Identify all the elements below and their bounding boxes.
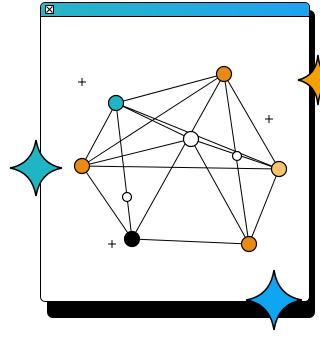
edge — [131, 238, 250, 245]
teal-node — [107, 94, 125, 112]
blue-sparkle-icon — [245, 269, 303, 331]
edge — [81, 165, 280, 170]
center-white-node — [182, 130, 200, 148]
bottom-black-node — [123, 230, 141, 248]
close-box-icon[interactable] — [45, 5, 54, 14]
edge — [81, 165, 133, 240]
amber-sparkle-icon — [297, 54, 320, 106]
edge — [190, 138, 250, 245]
teal-sparkle-icon — [9, 139, 63, 197]
app-window — [40, 2, 310, 302]
edge — [223, 73, 280, 170]
edge — [81, 73, 225, 167]
edge — [81, 138, 192, 167]
edge — [81, 102, 117, 167]
plus-icon — [265, 115, 273, 123]
plus-markers — [78, 78, 273, 248]
plus-icon — [78, 78, 86, 86]
window-titlebar[interactable] — [41, 3, 309, 17]
right-light-orange-node — [270, 160, 288, 178]
small-white-node-right — [231, 150, 243, 162]
top-orange-node — [215, 65, 233, 83]
edge — [131, 73, 225, 240]
plus-icon — [108, 240, 116, 248]
edge — [115, 73, 225, 104]
edge — [248, 168, 280, 245]
edge — [115, 102, 133, 240]
bottom-orange-node — [240, 235, 258, 253]
small-white-node-left — [121, 191, 133, 203]
left-orange-node — [73, 157, 91, 175]
graph-nodes — [73, 65, 288, 253]
edge — [115, 102, 192, 140]
